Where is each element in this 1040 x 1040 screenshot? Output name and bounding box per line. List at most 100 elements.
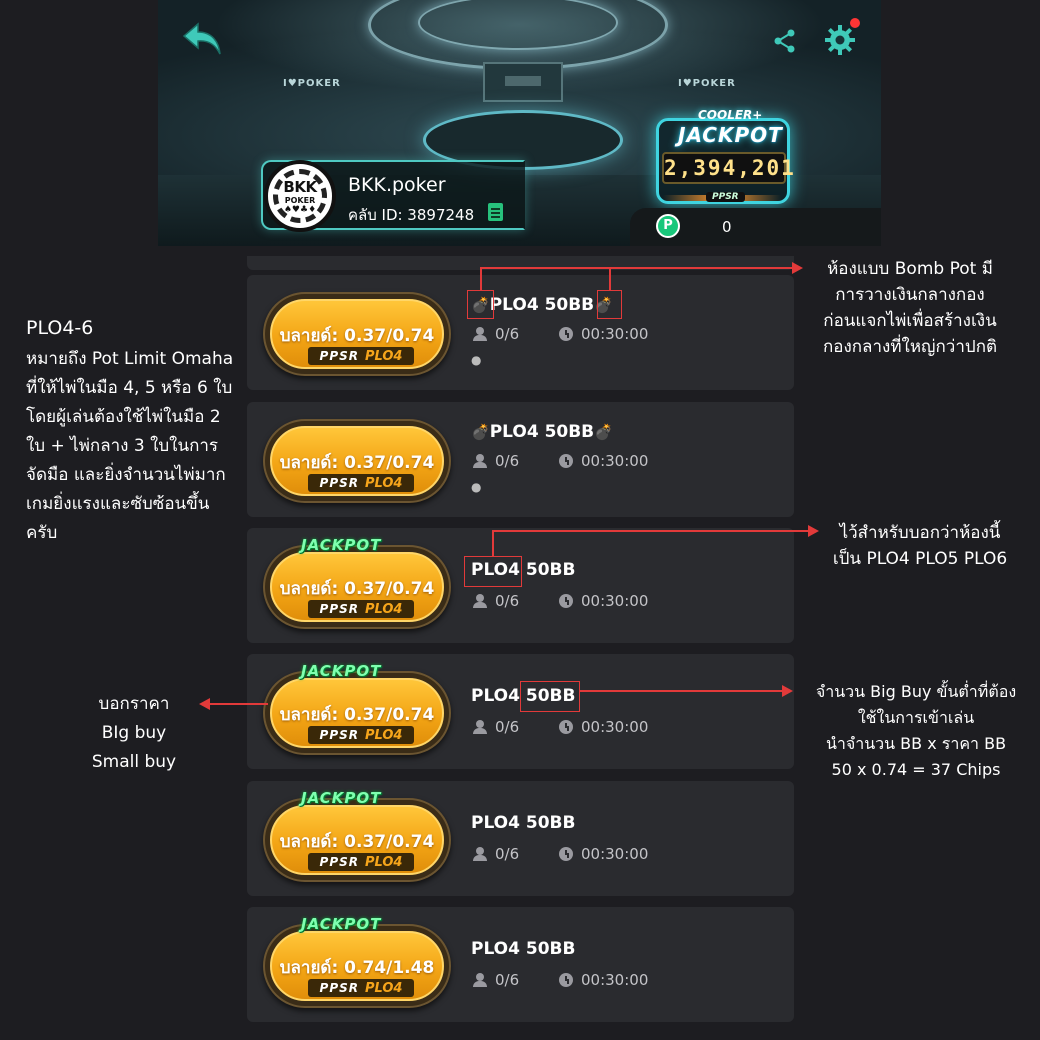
blind-pill: บลายด์: 0.37/0.74 PPSR PLO4 [263, 545, 451, 629]
room-time: 00:30:00 [559, 718, 648, 736]
variant-label: PLO4 [365, 980, 403, 996]
connector-line [580, 690, 782, 692]
player-count: 0/6 [473, 592, 519, 610]
plo-heading-note: PLO4-6 [26, 317, 94, 339]
jackpot-badge: JACKPOT [301, 915, 382, 933]
arrow-right-icon [792, 262, 803, 274]
room-time: 00:30:00 [559, 452, 648, 470]
connector-line [210, 703, 268, 705]
blind-pill: บลายด์: 0.74/1.48 PPSR PLO4 [263, 924, 451, 1008]
room-title: PLO4 50BB [471, 813, 576, 833]
clock-icon [559, 454, 573, 468]
blind-text: บลายด์: 0.37/0.74 [279, 579, 435, 599]
connector-line [492, 530, 808, 532]
arrow-right-icon [782, 685, 793, 697]
bomb-pot-note: ห้องแบบ Bomb Pot มีการวางเงินกลางกองก่อน… [822, 259, 998, 357]
clock-icon [559, 973, 573, 987]
club-logo: BKK POKER ♠♥♣♦ [264, 160, 336, 232]
room-title: PLO4 50BB [471, 560, 576, 580]
clock-icon [559, 327, 573, 341]
jackpot-badge: JACKPOT [301, 662, 382, 680]
points-count: 0 [722, 218, 732, 236]
bomb-icon: 💣 [594, 296, 613, 314]
club-header-banner: I♥POKER I♥POKER BKK POKER ♠♥♣♦ BKK.poker… [158, 0, 881, 246]
player-count: 0/6 [473, 971, 519, 989]
arrow-left-icon [199, 698, 210, 710]
room-title: 💣PLO4 50BB💣 [471, 295, 613, 315]
blind-text: บลายด์: 0.37/0.74 [279, 453, 435, 473]
jackpot-brand: PPSR [706, 192, 745, 202]
room-item[interactable]: JACKPOT บลายด์: 0.74/1.48 PPSR PLO4 PLO4 … [247, 907, 794, 1022]
connector-line [492, 531, 494, 556]
blind-pill: บลายด์: 0.37/0.74 PPSR PLO4 [263, 798, 451, 882]
share-icon[interactable] [772, 28, 798, 54]
clock-icon [559, 847, 573, 861]
room-item[interactable]: JACKPOT บลายด์: 0.37/0.74 PPSR PLO4 PLO4 … [247, 528, 794, 643]
bomb-icon: 💣 [594, 423, 613, 441]
logo-suits: ♠♥♣♦ [283, 204, 317, 215]
connector-line [609, 268, 611, 290]
room-time: 00:30:00 [559, 971, 648, 989]
user-icon [473, 454, 487, 468]
variant-label: PLO4 [365, 854, 403, 870]
user-icon [473, 720, 487, 734]
room-title: PLO4 50BB [471, 939, 576, 959]
variant-marker-box [464, 556, 522, 587]
chip-ring-decoration [273, 169, 327, 223]
room-title: PLO4 50BB [471, 686, 576, 706]
ppsr-label: PPSR [319, 855, 360, 869]
jackpot-badge: JACKPOT [301, 789, 382, 807]
logo-text-poker: POKER [284, 195, 316, 205]
connector-line [480, 267, 792, 269]
room-list-previous-item [247, 256, 794, 270]
back-arrow-icon[interactable] [182, 22, 222, 56]
gear-icon[interactable] [824, 24, 856, 56]
logo-text-bkk: BKK [283, 177, 317, 196]
copy-id-icon[interactable] [488, 203, 503, 221]
ppsr-label: PPSR [319, 349, 360, 363]
bomb-pot-indicator-icon: ● [471, 353, 482, 367]
wall-sign-left: I♥POKER [283, 78, 341, 89]
wall-sign-right: I♥POKER [678, 78, 736, 89]
plo-explanation-note: หมายถึง Pot Limit Omaha ที่ให้ไพ่ในมือ 4… [26, 349, 234, 543]
variant-label: PLO4 [365, 601, 403, 617]
notification-dot [850, 18, 860, 28]
player-count: 0/6 [473, 452, 519, 470]
variant-label: PLO4 [365, 475, 403, 491]
room-time: 00:30:00 [559, 592, 648, 610]
jackpot-title: JACKPOT [678, 123, 783, 147]
blind-text: บลายด์: 0.37/0.74 [279, 832, 435, 852]
ceiling-light-ring-inner [418, 0, 618, 50]
user-icon [473, 847, 487, 861]
club-id: คลับ ID: 3897248 [348, 206, 475, 224]
bomb-marker-box-left [467, 290, 494, 319]
jackpot-cooler-label: COOLER+ [698, 108, 763, 122]
room-time: 00:30:00 [559, 845, 648, 863]
jackpot-amount: 2,394,201 [662, 152, 794, 184]
room-time: 00:30:00 [559, 325, 648, 343]
blind-text: บลายด์: 0.74/1.48 [279, 958, 435, 978]
points-icon: P [656, 214, 680, 238]
ppsr-label: PPSR [319, 981, 360, 995]
room-item[interactable]: JACKPOT บลายด์: 0.37/0.74 PPSR PLO4 PLO4 … [247, 781, 794, 896]
room-title: 💣PLO4 50BB💣 [471, 422, 613, 442]
player-count: 0/6 [473, 325, 519, 343]
ppsr-label: PPSR [319, 602, 360, 616]
arrow-right-icon [808, 525, 819, 537]
jackpot-badge: JACKPOT [301, 536, 382, 554]
variant-label: PLO4 [365, 727, 403, 743]
user-icon [473, 327, 487, 341]
clock-icon [559, 594, 573, 608]
buyin-note: จำนวน Big Buy ขั้นต่ำที่ต้องใช้ในการเข้า… [815, 682, 1017, 779]
clock-icon [559, 720, 573, 734]
player-count: 0/6 [473, 718, 519, 736]
wall-screen [483, 62, 563, 102]
user-icon [473, 594, 487, 608]
